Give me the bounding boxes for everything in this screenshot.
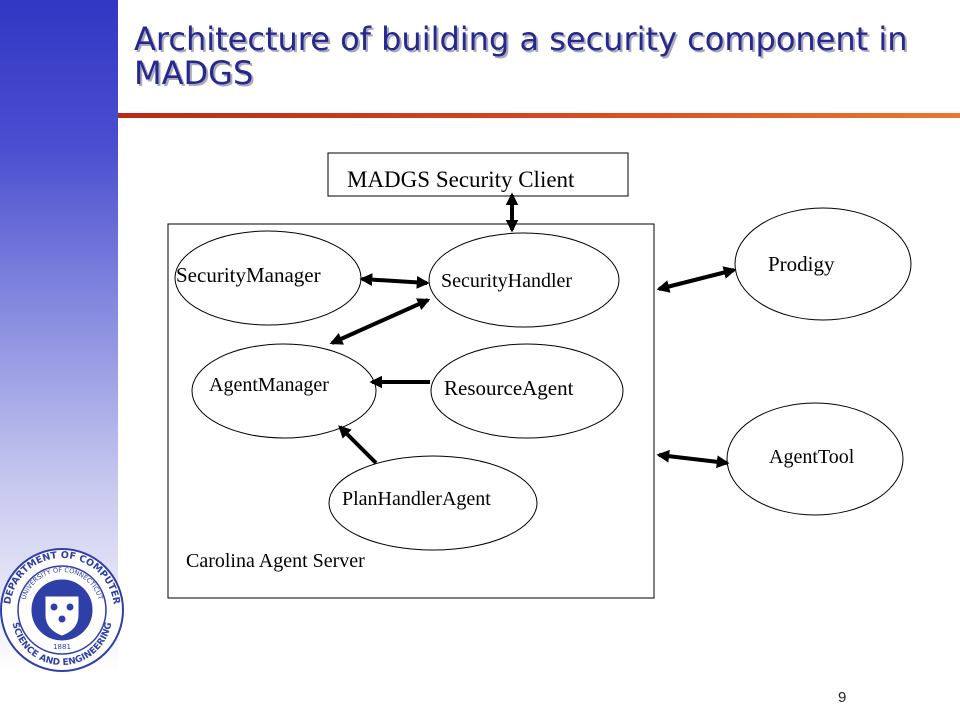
plan-handler-agent-node <box>328 455 538 551</box>
department-seal-logo: DEPARTMENT OF COMPUTER SCIENCE AND ENGIN… <box>0 548 124 672</box>
agent-tool-label: AgentTool <box>769 446 855 468</box>
prodigy-label: Prodigy <box>768 252 835 276</box>
security-client-box <box>327 152 629 197</box>
security-handler-label: SecurityHandler <box>441 270 573 292</box>
agent-server-box <box>167 223 655 599</box>
security-client-label: MADGS Security Client <box>347 167 575 192</box>
agent-server-label: Carolina Agent Server <box>186 550 365 572</box>
arrow-manager-handler <box>359 273 430 289</box>
prodigy-node <box>734 207 912 321</box>
plan-handler-agent-label: PlanHandlerAgent <box>342 488 491 510</box>
slide-title: Architecture of building a security comp… <box>134 20 908 92</box>
page-number: 9 <box>838 689 847 706</box>
resource-agent-label: ResourceAgent <box>444 376 574 400</box>
arrow-plan-agentmanager <box>338 425 378 465</box>
security-manager-label: SecurityManager <box>176 263 321 287</box>
agent-manager-node <box>191 343 377 439</box>
seal-year: 1881 <box>53 643 71 651</box>
arrow-server-agenttool <box>656 449 730 469</box>
arrow-server-prodigy <box>656 266 737 293</box>
agent-manager-label: AgentManager <box>209 374 329 396</box>
resource-agent-node <box>430 343 624 439</box>
arrow-handler-agentmanager <box>329 298 431 345</box>
title-divider <box>118 113 960 118</box>
